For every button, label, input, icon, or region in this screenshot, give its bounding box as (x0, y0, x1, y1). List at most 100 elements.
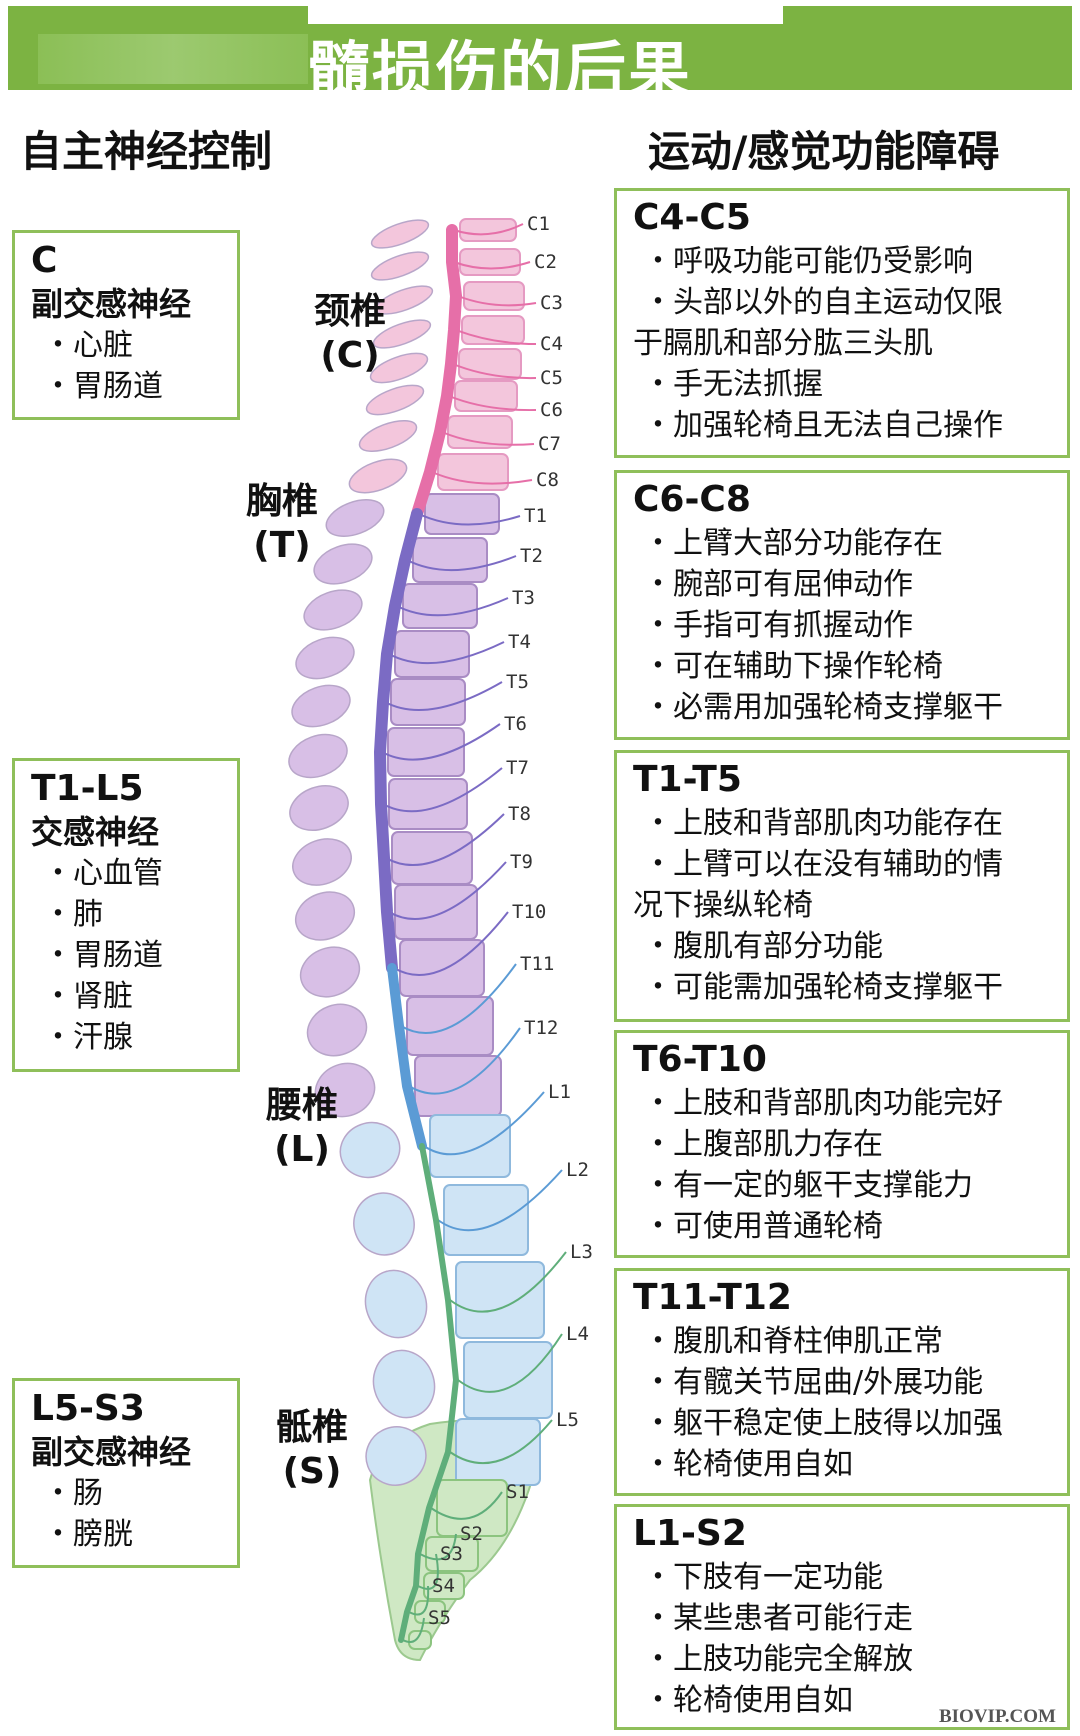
spinous-process (306, 1003, 368, 1057)
vertebra-body (388, 778, 468, 830)
nerve-root (402, 1617, 425, 1643)
vertebra-label: T1 (524, 505, 547, 527)
vertebra-body (455, 1261, 545, 1339)
vertebra-label: S1 (506, 1481, 529, 1503)
vertebra-label: T11 (520, 953, 554, 975)
vertebra-label: T3 (512, 587, 535, 609)
vertebrae-group (368, 218, 553, 1662)
nerve-root (384, 681, 503, 711)
autonomic-item: ・肺 (43, 897, 103, 932)
autonomic-item: ・心脏 (43, 328, 133, 363)
spinous-process (365, 384, 425, 416)
motor-line: ・上肢和背部肌肉功能完好 (643, 1086, 1003, 1121)
motor-line: ・可使用普通轮椅 (643, 1209, 883, 1244)
spinous-processes-group (288, 219, 436, 1486)
motor-line: ・有一定的躯干支撑能力 (643, 1168, 973, 1203)
vertebra-body (408, 1630, 432, 1650)
motor-line: ・下肢有一定功能 (643, 1560, 883, 1595)
autonomic-item: ・胃肠道 (43, 938, 163, 973)
nerve-root (406, 555, 517, 572)
vertebra-body (425, 1536, 479, 1572)
region-cervical: 颈椎 (C) (300, 290, 400, 378)
vertebra-label: T10 (512, 901, 546, 923)
spinal-cord-segment (411, 224, 462, 520)
autonomic-box-l5-s3: L5-S3 副交感神经 ・肠 ・膀胱 (12, 1378, 240, 1568)
motor-line: ・某些患者可能行走 (643, 1601, 913, 1636)
vertebra-body (423, 1572, 465, 1600)
vertebra-label: T2 (520, 545, 543, 567)
motor-box-t11-t12: T11-T12 ・腹肌和脊柱伸肌正常 ・有髋关节屈曲/外展功能 ・躯干稳定使上肢… (614, 1268, 1070, 1496)
vertebra-body (391, 831, 473, 885)
motor-line: ・必需用加强轮椅支撑躯干 (643, 690, 1003, 725)
autonomic-level: T1-L5 (31, 768, 144, 809)
vertebra-body (390, 678, 466, 726)
region-sacral: 骶椎 (S) (262, 1406, 362, 1494)
nerve-root (452, 363, 537, 380)
nerve-root (393, 911, 509, 976)
vertebra-body (437, 453, 509, 491)
vertebra-body (402, 583, 478, 629)
spinal-cord-segment (387, 963, 427, 1151)
spinous-process (364, 1269, 428, 1339)
motor-level: L1-S2 (633, 1513, 747, 1554)
nerve-root (418, 513, 521, 526)
nerve-root (453, 223, 524, 236)
motor-box-t6-t10: T6-T10 ・上肢和背部肌肉功能完好 ・上腹部肌力存在 ・有一定的躯干支撑能力… (614, 1030, 1070, 1258)
nerve-root (408, 1027, 521, 1095)
vertebra-body (424, 493, 500, 535)
motor-box-l1-s2: L1-S2 ・下肢有一定功能 ・某些患者可能行走 ・上肢功能完全解放 ・轮椅使用… (614, 1504, 1070, 1730)
spinous-process (303, 589, 363, 631)
nerve-root (388, 861, 507, 920)
vertebra-label: T5 (506, 671, 529, 693)
spinal-cord-segment (374, 508, 423, 974)
autonomic-item: ・胃肠道 (43, 369, 163, 404)
vertebra-label: C2 (534, 251, 557, 273)
vertebra-label: T7 (506, 757, 529, 779)
vertebra-body (429, 1114, 511, 1178)
motor-line: ・腹肌和脊柱伸肌正常 (643, 1324, 943, 1359)
header-notch (308, 6, 783, 24)
spinous-process (292, 838, 352, 886)
spinal-cord-segment (398, 1143, 459, 1643)
motor-line: ・可在辅助下操作轮椅 (643, 649, 943, 684)
motor-line: ・上臂可以在没有辅助的情 (643, 847, 1003, 882)
nerve-root (457, 1333, 563, 1393)
header-banner: 髓损伤的后果 (8, 6, 1072, 107)
nerve-root (381, 723, 501, 761)
autonomic-level: L5-S3 (31, 1388, 145, 1429)
motor-line: ・上肢功能完全解放 (643, 1642, 913, 1677)
motor-line: ・手无法抓握 (643, 367, 823, 402)
vertebra-body (412, 537, 488, 583)
vertebra-body (394, 884, 478, 940)
autonomic-box-t1-l5: T1-L5 交感神经 ・心血管 ・肺 ・胃肠道 ・肾脏 ・汗腺 (12, 758, 240, 1072)
vertebra-label: T8 (508, 803, 531, 825)
left-column-heading: 自主神经控制 (20, 127, 273, 176)
vertebra-label: L4 (566, 1323, 589, 1345)
region-name: 颈椎 (313, 291, 386, 332)
nerve-root (400, 963, 517, 1034)
motor-line: ・上臂大部分功能存在 (643, 526, 943, 561)
motor-line: ・手指可有抓握动作 (643, 608, 913, 643)
vertebra-body (399, 939, 485, 997)
motor-line: ・加强轮椅且无法自己操作 (643, 408, 1003, 443)
spinous-process (294, 891, 356, 941)
watermark: BIOVIP.COM (938, 1706, 1056, 1727)
autonomic-item: ・肠 (43, 1476, 103, 1511)
spinous-process (299, 946, 361, 998)
autonomic-type: 交感神经 (31, 813, 160, 851)
vertebra-label: C6 (540, 399, 563, 421)
vertebra-label: S3 (440, 1543, 463, 1565)
vertebra-body (443, 1184, 529, 1256)
vertebra-label: T4 (508, 631, 531, 653)
motor-level: C6-C8 (633, 479, 751, 520)
region-name: 骶椎 (275, 1407, 348, 1448)
nerve-root (417, 1553, 439, 1590)
vertebra-label: C7 (538, 433, 561, 455)
motor-line: ・有髋关节屈曲/外展功能 (643, 1365, 984, 1400)
region-name: 胸椎 (245, 481, 318, 522)
nerve-root (408, 1585, 430, 1616)
vertebra-label: C3 (540, 292, 563, 314)
motor-line: ・呼吸功能可能仍受影响 (643, 244, 973, 279)
region-thoracic: 胸椎 (T) (232, 480, 332, 568)
